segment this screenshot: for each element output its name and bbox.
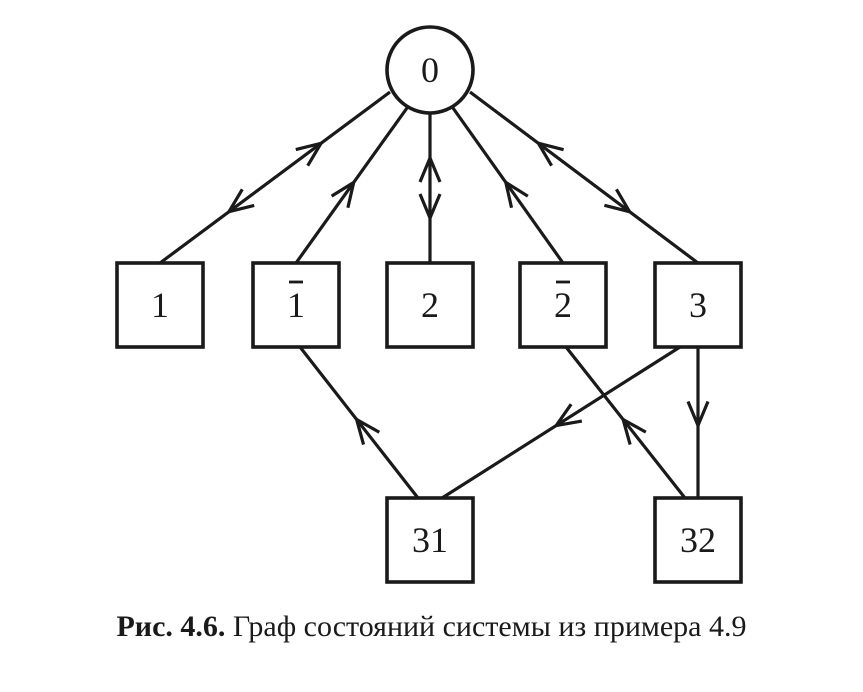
edge-line xyxy=(159,90,391,265)
node-n2bar: 2 xyxy=(518,261,608,349)
arrowhead-backward xyxy=(535,140,564,167)
node-box xyxy=(115,261,205,349)
edge-n31-n1bar xyxy=(298,346,420,499)
node-n2: 2 xyxy=(385,261,475,349)
node-n3: 3 xyxy=(653,261,743,349)
caption-text: Граф состояний системы из примера 4.9 xyxy=(232,610,747,643)
edge-n0-n3 xyxy=(469,90,699,265)
edge-n0-n2 xyxy=(418,113,442,263)
arrowhead-forward xyxy=(503,179,529,209)
edge-line xyxy=(469,90,699,265)
node-label: 32 xyxy=(680,520,716,560)
edge-n3-n31 xyxy=(441,345,681,500)
nodes: 0 1 1 2 2 3 31 32 xyxy=(115,25,743,584)
edge-n32-n2bar xyxy=(564,346,687,499)
node-box xyxy=(518,261,608,349)
node-box xyxy=(251,261,341,349)
node-n32: 32 xyxy=(653,496,743,584)
node-label: 2 xyxy=(554,285,572,325)
edges xyxy=(159,90,710,500)
node-label: 0 xyxy=(421,50,439,90)
edge-n0-n1 xyxy=(159,90,391,265)
arrowhead-forward xyxy=(418,193,442,223)
node-n1: 1 xyxy=(115,261,205,349)
arrowhead-forward xyxy=(620,416,647,445)
node-box xyxy=(653,496,743,584)
node-label: 3 xyxy=(689,285,707,325)
edge-n2bar-n0 xyxy=(451,107,565,264)
node-n0: 0 xyxy=(385,25,475,115)
edge-n3-n32 xyxy=(686,347,710,498)
node-box xyxy=(385,496,475,584)
arrowhead-forward xyxy=(225,188,255,215)
node-label: 2 xyxy=(421,285,439,325)
edge-n1bar-n0 xyxy=(294,107,409,264)
arrowhead-forward xyxy=(354,416,381,445)
arrowhead-backward xyxy=(418,153,442,183)
figure-caption: Рис. 4.6. Граф состояний системы из прим… xyxy=(0,610,863,644)
node-box xyxy=(385,261,475,349)
caption-prefix: Рис. 4.6. xyxy=(116,610,226,643)
arrowhead-forward xyxy=(552,403,583,428)
node-box xyxy=(653,261,743,349)
edge-line xyxy=(441,345,681,500)
arrowhead-forward xyxy=(604,188,633,215)
arrowhead-backward xyxy=(295,140,325,167)
node-label: 31 xyxy=(412,520,448,560)
state-graph: 0 1 1 2 2 3 31 32 xyxy=(115,25,743,584)
arrowhead-forward xyxy=(686,400,710,430)
node-circle xyxy=(385,25,475,115)
node-n1bar: 1 xyxy=(251,261,341,349)
node-label: 1 xyxy=(151,285,169,325)
arrowhead-forward xyxy=(330,179,357,209)
node-n31: 31 xyxy=(385,496,475,584)
node-label: 1 xyxy=(287,285,305,325)
